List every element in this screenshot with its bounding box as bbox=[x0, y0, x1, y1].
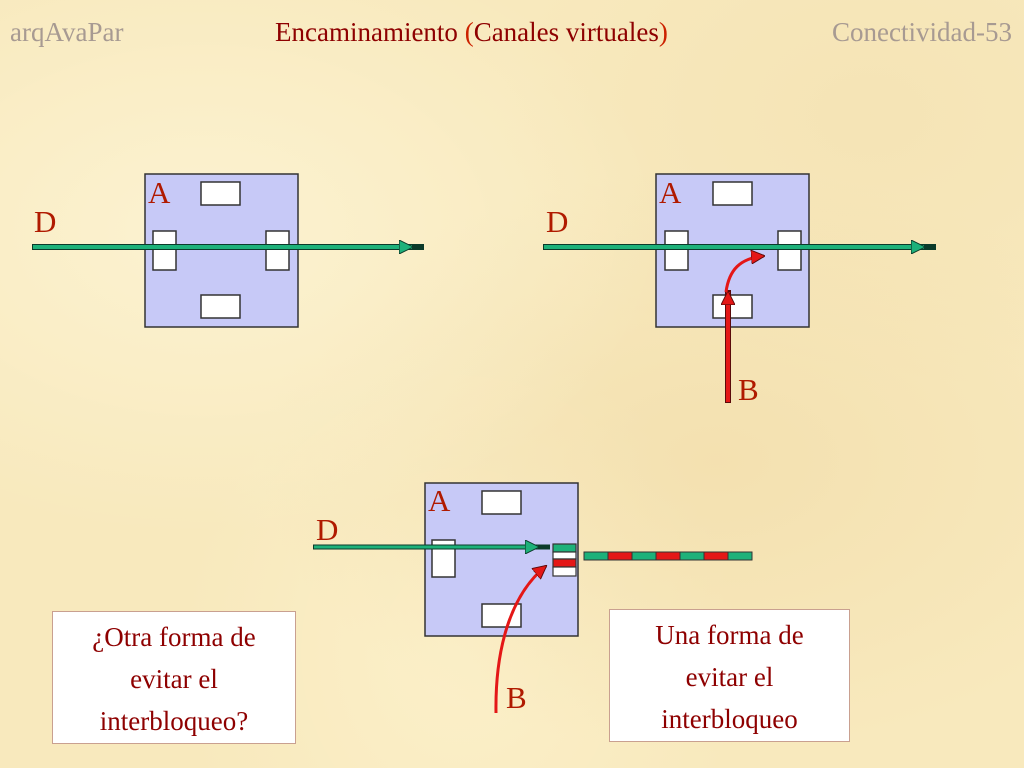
port-top bbox=[481, 490, 522, 515]
router-diagram-1: A D bbox=[32, 173, 424, 328]
title-paren-close: ) bbox=[658, 17, 668, 47]
slide-number-label: Conectividad-53 bbox=[832, 17, 1012, 47]
title-sub: Canales virtuales bbox=[473, 17, 659, 47]
link-segment-green bbox=[727, 551, 753, 561]
port-bottom bbox=[200, 294, 241, 319]
course-label: arqAvaPar bbox=[10, 17, 124, 47]
source-d-label: D bbox=[316, 512, 338, 547]
port-right-vc-bottom bbox=[552, 566, 577, 577]
port-right-vc-mid bbox=[552, 551, 577, 560]
port-left bbox=[664, 230, 689, 271]
note-line: interbloqueo? bbox=[99, 706, 249, 736]
path-b-curve-arrow bbox=[494, 566, 546, 714]
port-right-vc-top bbox=[552, 543, 577, 553]
link-segment-green bbox=[583, 551, 609, 561]
title-paren-open: ( bbox=[464, 17, 474, 47]
multiplexed-link bbox=[583, 551, 753, 561]
source-d-label: D bbox=[34, 204, 56, 239]
note-line: Una forma de bbox=[655, 620, 804, 650]
link-segment-red bbox=[607, 551, 633, 561]
port-top bbox=[200, 181, 241, 206]
link-segment-red bbox=[703, 551, 729, 561]
router-diagram-2: A D B bbox=[543, 173, 936, 407]
source-b-label: B bbox=[738, 372, 759, 407]
port-right bbox=[777, 230, 802, 271]
port-right-vc-red bbox=[552, 558, 577, 568]
router-a-label: A bbox=[659, 175, 682, 210]
slide-header: arqAvaPar Encaminamiento (Canales virtua… bbox=[0, 12, 1024, 52]
port-left bbox=[152, 230, 177, 271]
source-b-label: B bbox=[506, 680, 527, 715]
router-diagram-3: A D B bbox=[313, 482, 753, 715]
source-d-label: D bbox=[546, 204, 568, 239]
note-line: ¿Otra forma de bbox=[92, 622, 256, 652]
slide-title: Encaminamiento (Canales virtuales) bbox=[275, 12, 668, 52]
router-a-label: A bbox=[428, 483, 451, 518]
title-main: Encaminamiento bbox=[275, 17, 458, 47]
port-right bbox=[265, 230, 290, 271]
port-bottom bbox=[712, 294, 753, 319]
note-line: evitar el bbox=[130, 664, 218, 694]
port-top bbox=[712, 181, 753, 206]
question-note: ¿Otra forma de evitar el interbloqueo? bbox=[52, 611, 296, 744]
link-segment-green bbox=[679, 551, 705, 561]
router-a-label: A bbox=[148, 175, 171, 210]
note-line: interbloqueo bbox=[661, 704, 798, 734]
note-line: evitar el bbox=[685, 662, 774, 692]
answer-note: Una forma de evitar el interbloqueo bbox=[609, 609, 850, 742]
link-segment-red bbox=[655, 551, 681, 561]
port-bottom bbox=[481, 603, 522, 628]
link-segment-green bbox=[631, 551, 657, 561]
path-b-turn-arrow bbox=[724, 256, 764, 293]
